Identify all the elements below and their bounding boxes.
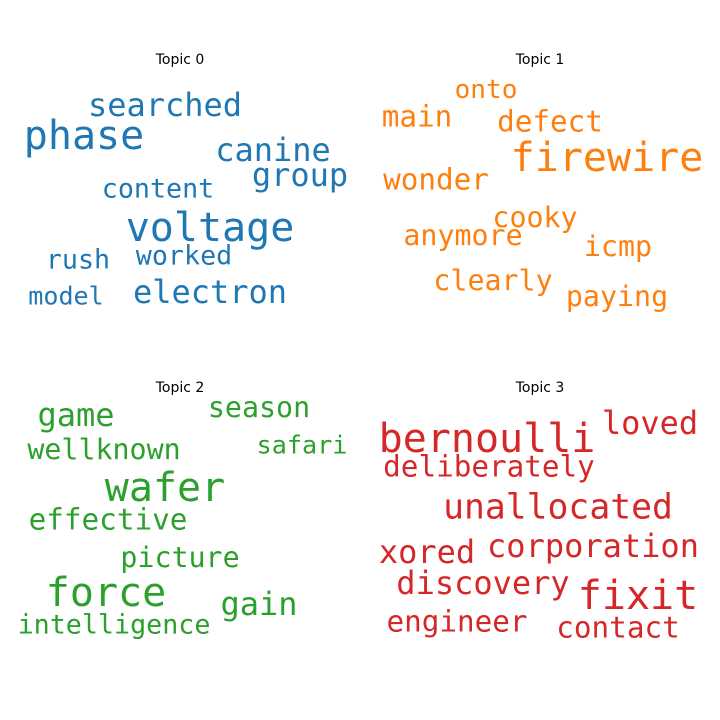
word-icmp: icmp xyxy=(583,229,653,263)
word-firewire: firewire xyxy=(510,135,704,181)
word-xored: xored xyxy=(378,533,476,571)
word-unallocated: unallocated xyxy=(443,487,673,528)
topic-panel-2: Topic 2 force wafer game gain effective seaso… xyxy=(0,360,360,720)
word-rush: rush xyxy=(45,244,111,276)
word-main: main xyxy=(381,99,453,134)
word-searched: searched xyxy=(87,86,243,124)
word-voltage: voltage xyxy=(125,205,295,251)
word-picture: picture xyxy=(120,540,240,574)
word-contact: contact xyxy=(556,610,680,645)
word-safari: safari xyxy=(256,430,348,460)
word-season: season xyxy=(207,390,311,424)
word-paying: paying xyxy=(565,279,669,313)
word-wafer: wafer xyxy=(104,465,226,511)
topic-title: Topic 2 xyxy=(155,380,205,396)
word-worked: worked xyxy=(135,240,233,272)
word-anymore: anymore xyxy=(403,218,523,252)
word-group: group xyxy=(251,156,349,194)
word-deliberately: deliberately xyxy=(383,449,595,484)
word-corporation: corporation xyxy=(487,527,699,565)
word-model: model xyxy=(28,281,104,311)
word-effective: effective xyxy=(28,502,188,537)
word-cooky: cooky xyxy=(492,200,578,234)
topic-title: Topic 0 xyxy=(155,52,205,68)
word-intelligence: intelligence xyxy=(17,609,211,641)
topic-title: Topic 1 xyxy=(515,52,565,68)
word-defect: defect xyxy=(497,104,603,139)
word-wonder: wonder xyxy=(383,162,489,197)
word-onto: onto xyxy=(454,74,518,105)
word-canine: canine xyxy=(215,131,331,169)
word-loved: loved xyxy=(601,404,699,442)
word-fixit: fixit xyxy=(577,573,699,619)
word-discovery: discovery xyxy=(396,564,570,602)
word-gain: gain xyxy=(220,585,298,623)
word-phase: phase xyxy=(23,113,145,159)
word-electron: electron xyxy=(132,273,288,311)
word-game: game xyxy=(37,396,115,434)
word-bernoulli: bernoulli xyxy=(378,416,596,462)
word-wellknown: wellknown xyxy=(27,432,181,466)
word-engineer: engineer xyxy=(386,604,528,639)
word-force: force xyxy=(45,570,167,616)
word-clearly: clearly xyxy=(433,263,553,297)
word-content: content xyxy=(101,173,215,205)
topic-title: Topic 3 xyxy=(515,380,565,396)
